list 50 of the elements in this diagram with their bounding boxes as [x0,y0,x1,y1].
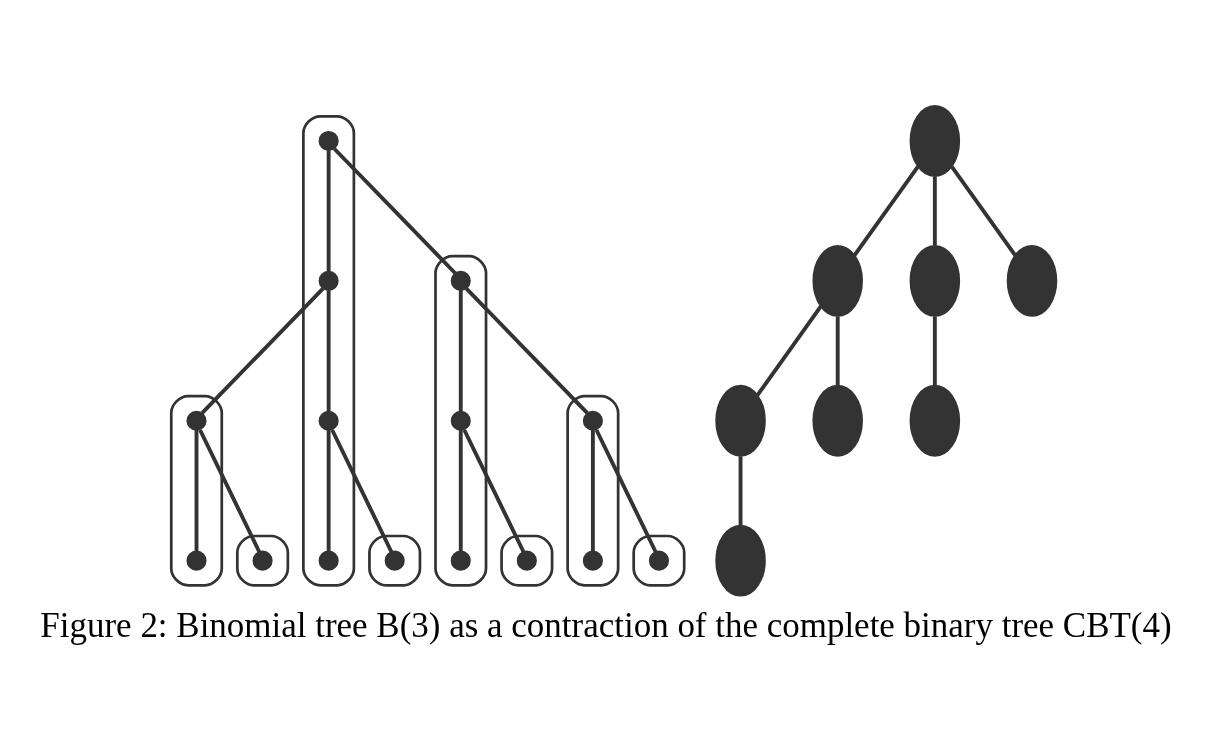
connector [326,290,331,412]
connector [932,316,937,386]
node-ellipse [715,524,766,597]
connector [200,287,325,415]
node-circle [582,410,603,431]
connector [932,176,937,246]
cluster [434,254,488,587]
cluster [368,534,422,587]
node-circle [318,130,339,151]
cluster [169,394,224,587]
connector [326,150,331,272]
cluster [500,534,554,587]
connector [330,429,394,553]
node-circle [450,270,471,291]
node-circle [318,410,339,431]
node-circle [450,410,471,431]
node-ellipse [812,384,863,457]
node-ellipse [909,244,961,317]
node-ellipse [1006,244,1058,317]
node-ellipse [909,384,961,457]
connector [194,430,199,552]
node-circle [384,550,405,571]
node-ellipse [909,105,961,177]
connector [326,430,331,552]
cluster [566,394,620,587]
node-circle [252,550,273,571]
node-circle [186,410,207,431]
connector [332,147,457,275]
connector [738,456,743,526]
connector [465,287,589,415]
node-circle [582,550,603,571]
connector [950,165,1017,257]
cluster [632,534,686,587]
node-circle [186,550,207,571]
cluster [302,114,356,587]
connector [852,165,920,257]
connector [590,430,595,552]
node-ellipse [812,244,863,317]
connector [755,305,823,397]
connector [835,316,840,386]
node-ellipse [715,384,766,457]
cluster [235,534,290,587]
node-circle [318,270,339,291]
node-circle [648,550,669,571]
connector [458,290,463,412]
caption: Figure 2: Binomial tree B(3) as a contraction of the complete binary tree CBT(4) [40,605,1172,645]
node-circle [318,550,339,571]
connector [458,430,463,552]
node-circle [516,550,537,571]
node-circle [450,550,471,571]
